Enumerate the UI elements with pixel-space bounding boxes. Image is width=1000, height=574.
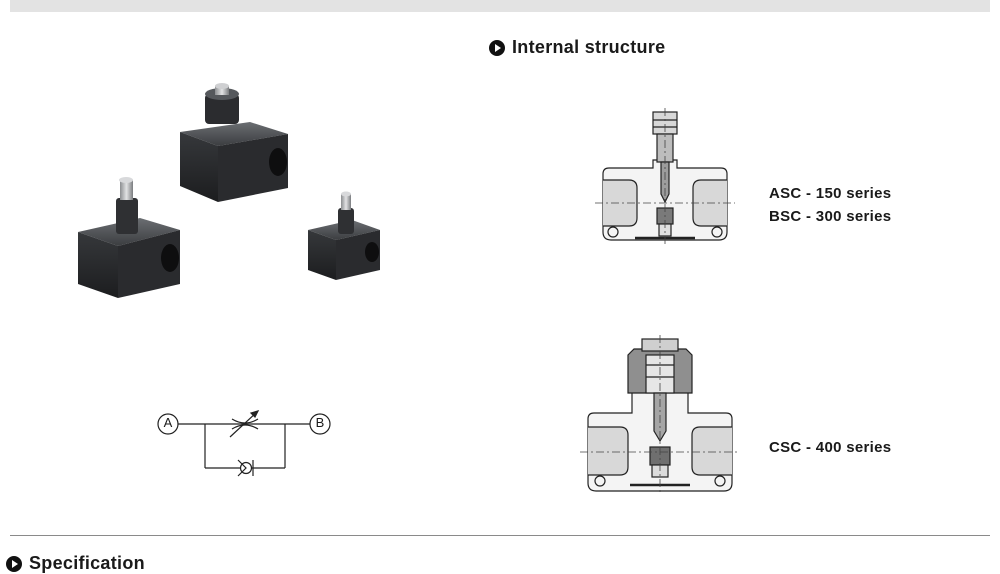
internal-structure-heading: Internal structure — [489, 37, 665, 58]
product-photo — [78, 83, 380, 298]
flow-control-symbol — [157, 410, 331, 477]
cross-section-lower — [580, 335, 740, 495]
top-band — [10, 0, 990, 12]
port-a-label: A — [163, 415, 173, 430]
valve-large — [180, 83, 288, 202]
circle-play-icon — [489, 39, 505, 56]
section-divider — [10, 535, 990, 536]
cross-section-upper — [595, 108, 735, 244]
series-label-bsc: BSC - 300 series — [769, 208, 892, 225]
port-b-label: B — [315, 415, 325, 430]
valve-small — [308, 191, 380, 280]
series-label-asc: ASC - 150 series — [769, 185, 892, 202]
internal-structure-title: Internal structure — [512, 37, 666, 57]
valve-medium — [78, 177, 180, 298]
series-label-csc: CSC - 400 series — [769, 439, 892, 456]
